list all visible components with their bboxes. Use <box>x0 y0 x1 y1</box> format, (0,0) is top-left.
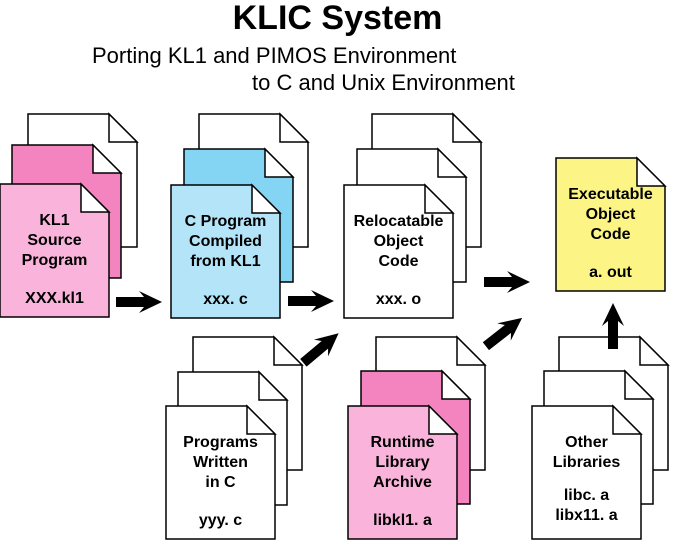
page-fold <box>108 112 139 143</box>
page-fold <box>452 112 483 143</box>
programs-c-front-page <box>165 404 277 540</box>
subtitle-line-2: to C and Unix Environment <box>252 70 515 95</box>
label-line: Object <box>373 233 424 250</box>
arrow-kl1-source-to-c-compiled-icon <box>116 291 162 313</box>
kl1-source-front-page <box>0 182 111 318</box>
label-line: Program <box>21 252 88 269</box>
page-fold <box>624 369 655 400</box>
arrow-relocatable-to-executable-icon <box>484 271 530 293</box>
page-fold <box>639 335 670 366</box>
label-line: Archive <box>373 474 432 491</box>
page-fold <box>264 147 295 178</box>
label-line: Relocatable <box>353 213 444 230</box>
arrow-c-compiled-to-relocatable-icon <box>288 290 334 312</box>
page-body <box>531 405 642 540</box>
c-compiled-filename: xxx. c <box>203 291 248 308</box>
filename-line: libx11. a <box>555 507 618 524</box>
label-line: Object <box>585 206 636 223</box>
label-line: C Program <box>184 213 267 230</box>
label-line: Written <box>193 454 248 471</box>
page-fold <box>258 370 289 401</box>
label-line: Code <box>590 226 631 243</box>
page-fold <box>437 147 468 178</box>
label-line: KL1 <box>39 212 70 229</box>
filename-line: libc. a <box>563 487 610 504</box>
page-body <box>347 405 458 540</box>
page-fold <box>441 369 472 400</box>
label-line: from KL1 <box>190 253 261 270</box>
other-libs-front-page <box>531 404 643 540</box>
page-body <box>555 157 666 292</box>
page-fold <box>92 143 123 174</box>
label-line: Programs <box>183 434 258 451</box>
executable-filename: a. out <box>589 264 632 281</box>
page-body <box>165 405 276 540</box>
diagram-title: KLIC System <box>232 0 443 37</box>
arrow-other-libs-to-executable-icon <box>602 303 624 349</box>
runtime-lib-filename: libkl1. a <box>373 512 432 529</box>
label-line: Library <box>375 454 430 471</box>
page-fold <box>80 182 111 213</box>
kl1-source-filename: XXX.kl1 <box>25 290 84 307</box>
arrow-runtime-lib-to-executable-icon <box>482 317 523 351</box>
page-body <box>0 183 110 318</box>
page-fold <box>456 335 487 366</box>
label-line: Libraries <box>552 454 621 471</box>
page-body <box>343 184 454 319</box>
label-line: Other <box>565 434 608 451</box>
page-fold <box>428 404 459 435</box>
page-fold <box>251 183 282 214</box>
label-line: Code <box>378 253 419 270</box>
label-line: in C <box>205 474 236 491</box>
page-fold <box>424 183 455 214</box>
executable-front-page <box>555 156 667 292</box>
label-line: Source <box>27 232 82 249</box>
label-line: Compiled <box>189 233 262 250</box>
page-fold <box>246 404 277 435</box>
relocatable-front-page <box>343 183 455 319</box>
page-fold <box>636 156 667 187</box>
arrow-programs-c-to-relocatable-icon <box>300 333 339 367</box>
programs-c-filename: yyy. c <box>198 512 243 529</box>
c-compiled-front-page <box>170 183 282 319</box>
page-body <box>170 184 281 319</box>
label-line: Executable <box>568 186 653 203</box>
page-fold <box>279 112 310 143</box>
subtitle-line-1: Porting KL1 and PIMOS Environment <box>92 43 457 68</box>
page-fold <box>612 404 643 435</box>
other-libs-filename: libc. a libx11. a <box>532 486 641 526</box>
runtime-lib-front-page <box>347 404 459 540</box>
relocatable-filename: xxx. o <box>375 291 422 308</box>
label-line: Runtime <box>370 434 435 451</box>
page-fold <box>273 335 304 366</box>
